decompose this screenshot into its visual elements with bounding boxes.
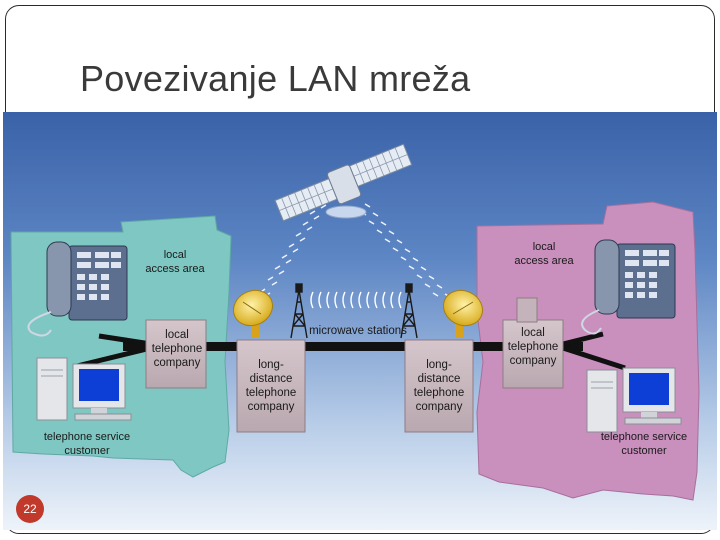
right-long-distance-box [405,340,473,432]
left-long-distance-box [237,340,305,432]
slide-title: Povezivanje LAN mreža [80,58,470,100]
page-number-badge: 22 [16,495,44,523]
right-computer-icon [587,368,681,432]
microwave-label: microwave stations [309,325,407,337]
